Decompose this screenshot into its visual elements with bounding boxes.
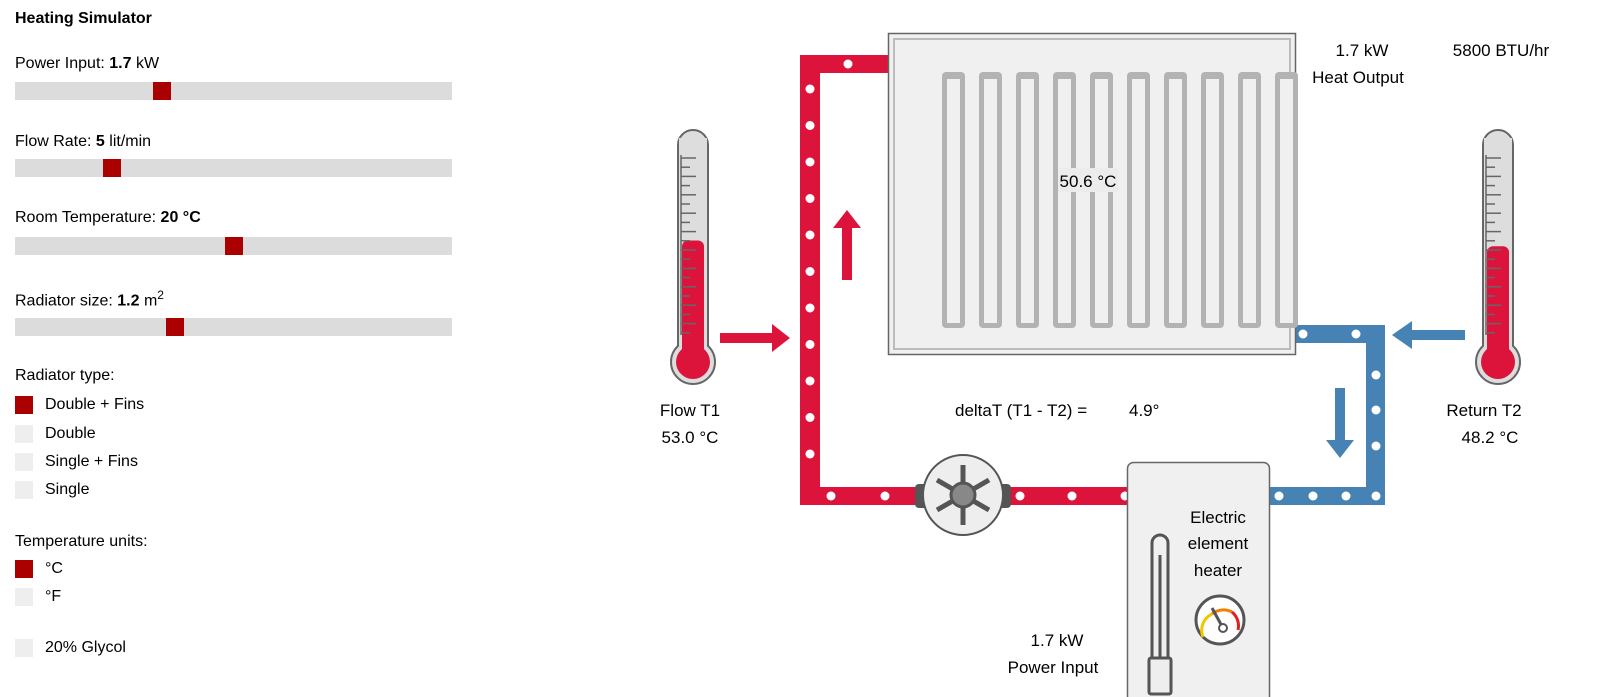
slider-unit: m: [139, 292, 158, 310]
btu-output: 5800 BTU/hr: [1453, 41, 1550, 60]
temp-unit-option-label: °F: [45, 588, 62, 605]
electric-heater: Electric element heater: [1126, 461, 1271, 697]
radiator-type-option-label: Single: [45, 481, 90, 498]
slider-value: 1.7: [109, 55, 132, 72]
slider-label-text: Room Temperature:: [15, 209, 161, 226]
power-input-label: Power Input: 1.7 kW: [15, 55, 159, 73]
radiator-type-option-label: Double + Fins: [45, 396, 145, 413]
slider-unit: kW: [131, 55, 160, 72]
slider-value: 5: [95, 133, 105, 150]
radiator-size-slider[interactable]: [15, 318, 452, 336]
radiator-type-option[interactable]: Double: [15, 425, 96, 443]
radiator-type-option-label: Single + Fins: [45, 453, 138, 470]
heat-output-label: Heat Output: [1312, 68, 1404, 87]
flow-label: Flow T1: [660, 401, 720, 420]
arrow-up-icon: [833, 210, 861, 280]
return-thermometer: [1475, 129, 1521, 385]
delta-label: deltaT (T1 - T2) =: [955, 401, 1087, 420]
pump-icon: [915, 454, 1011, 536]
radiator-type-label: Radiator type:: [15, 367, 115, 384]
radiator-type-radio[interactable]: [15, 481, 33, 499]
radiator-type-radio[interactable]: [15, 396, 33, 414]
heater-line-1: Electric: [1190, 508, 1246, 527]
power-label: Power Input: [1008, 658, 1099, 677]
flow-rate-slider[interactable]: [15, 159, 452, 177]
power-kw: 1.7 kW: [1031, 631, 1084, 650]
radiator-type-option[interactable]: Double + Fins: [15, 396, 144, 414]
heater-line-3: heater: [1194, 561, 1243, 580]
flow-rate-label: Flow Rate: 5 lit/min: [15, 133, 151, 151]
flow-rate-slider-thumb[interactable]: [102, 159, 121, 177]
radiator-type-option-label: Double: [45, 425, 96, 442]
return-arrows: [1326, 321, 1465, 458]
delta-value: 4.9°: [1129, 401, 1159, 420]
slider-label-text: Radiator size:: [15, 292, 118, 310]
glycol-box[interactable]: [15, 639, 33, 657]
room-temperature-label: Room Temperature: 20 °C: [15, 209, 201, 227]
slider-value: 1.2: [117, 292, 140, 310]
power-input-slider[interactable]: [15, 82, 452, 100]
arrow-left-icon: [1392, 321, 1465, 349]
radiator-type-radio[interactable]: [15, 425, 33, 443]
flow-temp: 53.0 °C: [662, 428, 719, 447]
slider-value: 20 °C: [160, 209, 201, 226]
radiator-type-option[interactable]: Single + Fins: [15, 453, 138, 471]
flow-pipe-dots: [805, 59, 1130, 501]
gauge-icon: [1194, 594, 1246, 646]
flow-pipe: [800, 55, 1130, 505]
radiator-type-option[interactable]: Single: [15, 481, 89, 499]
power-input-slider-thumb[interactable]: [153, 82, 172, 100]
glycol-label: 20% Glycol: [45, 639, 126, 656]
temp-unit-option[interactable]: °C: [15, 560, 63, 578]
room-temperature-slider[interactable]: [15, 237, 452, 255]
temp-unit-option-label: °C: [45, 560, 63, 577]
heater-line-2: element: [1188, 534, 1249, 553]
radiator-size-label: Radiator size: 1.2 m2: [15, 288, 164, 310]
page-title: Heating Simulator: [15, 10, 152, 27]
heat-output-kw: 1.7 kW: [1336, 41, 1389, 60]
temp-unit-option[interactable]: °F: [15, 588, 61, 606]
arrow-down-icon: [1326, 388, 1354, 458]
return-label: Return T2: [1446, 401, 1521, 420]
slider-label-text: Power Input:: [15, 55, 110, 72]
radiator-type-radio[interactable]: [15, 453, 33, 471]
return-pipe-dots: [1274, 329, 1381, 501]
return-temp: 48.2 °C: [1462, 428, 1519, 447]
radiator-temp: 50.6 °C: [1060, 172, 1117, 191]
heating-element-icon: [1147, 533, 1173, 696]
room-temperature-slider-thumb[interactable]: [224, 237, 243, 255]
slider-unit: lit/min: [104, 133, 152, 150]
flow-thermometer: [670, 129, 716, 385]
arrow-right-icon: [720, 324, 790, 352]
temp-unit-radio[interactable]: [15, 588, 33, 606]
slider-label-text: Flow Rate:: [15, 133, 96, 150]
radiator-size-slider-thumb[interactable]: [165, 318, 184, 336]
radiator: 50.6 °C: [887, 32, 1298, 356]
temp-units-label: Temperature units:: [15, 533, 148, 550]
glycol-checkbox[interactable]: 20% Glycol: [15, 639, 126, 657]
temp-unit-radio[interactable]: [15, 560, 33, 578]
return-pipe: [1270, 325, 1385, 505]
flow-arrows: [720, 210, 861, 352]
slider-unit-superscript: 2: [157, 288, 164, 302]
